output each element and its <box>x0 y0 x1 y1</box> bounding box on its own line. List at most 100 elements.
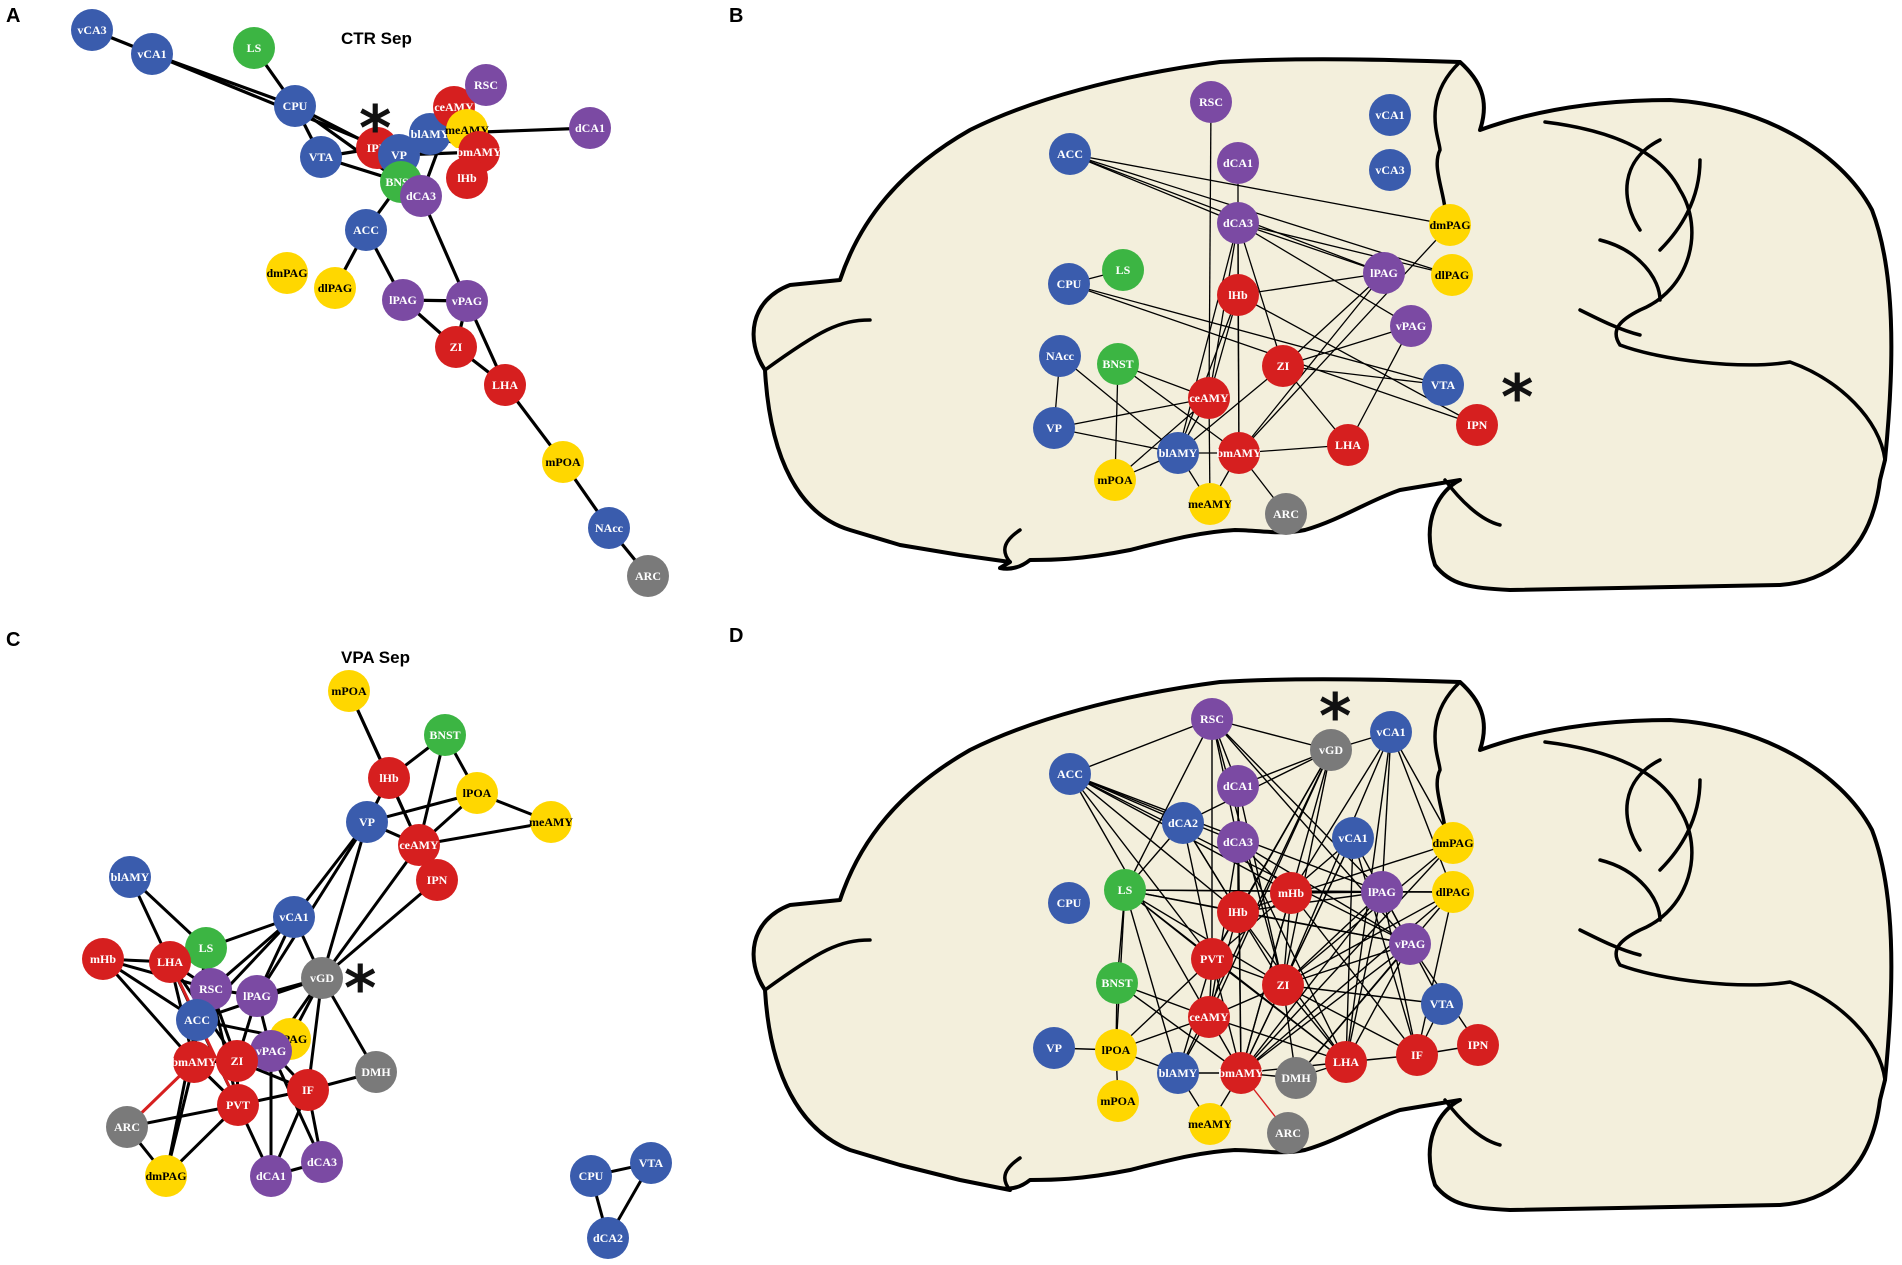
node-circle <box>250 1030 292 1072</box>
node-label: dmPAG <box>266 266 307 280</box>
node-label: blAMY <box>111 870 150 884</box>
node-vGD: vGD <box>1310 729 1352 771</box>
node-label: ARC <box>1273 507 1299 521</box>
edge-dCA3-dlPAG <box>1237 222 1453 276</box>
node-circle <box>465 64 507 106</box>
node-label: RSC <box>199 982 223 996</box>
node-label: vCA1 <box>1376 725 1405 739</box>
node-label: VP <box>1046 1041 1062 1055</box>
node-circle <box>1431 254 1473 296</box>
node-blAMY: blAMY <box>1157 432 1199 474</box>
node-vCA1: vCA1 <box>131 33 173 75</box>
node-label: vCA1 <box>1338 831 1367 845</box>
brain-outline <box>751 677 1894 1212</box>
node-circle <box>1039 335 1081 377</box>
node-label: dCA3 <box>307 1155 337 1169</box>
node-circle <box>1033 407 1075 449</box>
node-vCA1b: vCA1 <box>1332 817 1374 859</box>
asterisk-marker: * <box>1501 361 1533 434</box>
node-label: BNST <box>1101 976 1132 990</box>
node-label: dlPAG <box>1436 885 1470 899</box>
node-label: PVT <box>226 1098 250 1112</box>
node-label: vCA3 <box>1375 163 1404 177</box>
node-circle <box>149 941 191 983</box>
node-mPOA: mPOA <box>542 441 584 483</box>
node-IPN: IPN <box>1456 404 1498 446</box>
node-label: LHA <box>1333 1055 1359 1069</box>
node-vCA3: vCA3 <box>1369 149 1411 191</box>
node-label: dmPAG <box>145 1169 186 1183</box>
node-CPU: CPU <box>274 85 316 127</box>
node-label: lHb <box>379 771 399 785</box>
edge-RSC-lPAG <box>1211 718 1383 893</box>
edge-NAcc-blAMY <box>1059 355 1179 454</box>
cerebellum-outline <box>1543 120 1887 462</box>
node-label: IPN <box>1467 418 1488 432</box>
node-circle <box>1217 891 1259 933</box>
node-circle <box>1429 204 1471 246</box>
node-circle <box>345 209 387 251</box>
node-circle <box>1310 729 1352 771</box>
node-circle <box>1217 274 1259 316</box>
node-label: ARC <box>114 1120 140 1134</box>
node-label: dmPAG <box>1429 218 1470 232</box>
node-circle <box>301 957 343 999</box>
node-circle <box>484 364 526 406</box>
node-label: mPOA <box>1100 1094 1136 1108</box>
node-circle <box>1157 1052 1199 1094</box>
node-circle <box>314 267 356 309</box>
node-circle <box>173 1041 215 1083</box>
node-label: dCA3 <box>1223 216 1253 230</box>
node-label: bmAMY <box>456 145 502 159</box>
edge-vCA1-dlPAG <box>1390 731 1454 893</box>
node-label: RSC <box>1199 95 1223 109</box>
edge-PVT-LHA <box>1211 958 1347 1063</box>
node-ACC: ACC <box>345 209 387 251</box>
node-vCA3: vCA3 <box>71 9 113 51</box>
node-label: ZI <box>450 340 463 354</box>
node-label: LHA <box>157 955 183 969</box>
node-circle <box>1262 964 1304 1006</box>
node-circle <box>1389 923 1431 965</box>
node-circle <box>287 1069 329 1111</box>
node-label: VTA <box>1431 378 1456 392</box>
node-circle <box>1218 432 1260 474</box>
node-circle <box>1456 404 1498 446</box>
node-lHb: lHb <box>446 157 488 199</box>
edge-ACC-dCA3 <box>1069 153 1239 224</box>
node-circle <box>570 1155 612 1197</box>
node-NAcc: NAcc <box>588 507 630 549</box>
node-circle <box>1097 343 1139 385</box>
edge-dlPAG-bmAMY <box>1240 891 1454 1074</box>
node-VTA: VTA <box>1422 364 1464 406</box>
node-label: mPOA <box>1097 473 1133 487</box>
node-meAMY: meAMY <box>1188 483 1232 525</box>
node-vCA1: vCA1 <box>1369 94 1411 136</box>
node-circle <box>1363 252 1405 294</box>
node-circle <box>1270 872 1312 914</box>
node-bmAMY: bmAMY <box>1218 1052 1264 1094</box>
node-label: dCA1 <box>575 121 605 135</box>
node-ceAMY: ceAMY <box>1188 377 1230 419</box>
edge-lHb-bmAMY <box>1237 294 1240 454</box>
node-circle <box>368 757 410 799</box>
edge-ZI-VTA <box>1282 984 1443 1005</box>
node-lPOA: lPOA <box>456 772 498 814</box>
node-VP: VP <box>1033 407 1075 449</box>
brain-outline <box>751 57 1894 592</box>
edge-ACC-dmPAG <box>1069 153 1451 226</box>
node-label: DMH <box>361 1065 391 1079</box>
node-NAcc: NAcc <box>1039 335 1081 377</box>
node-label: vCA3 <box>77 23 106 37</box>
edge-VP-vGD <box>320 821 369 979</box>
node-label: dCA1 <box>1223 779 1253 793</box>
node-label: lHb <box>1228 905 1248 919</box>
node-label: LS <box>1116 263 1131 277</box>
node-circle <box>1104 869 1146 911</box>
edge-vPAG-ZI <box>1282 943 1411 986</box>
node-lPOA: lPOA <box>1095 1029 1137 1071</box>
edge-dCA3-vPAG <box>1237 841 1411 945</box>
node-label: VTA <box>1430 997 1455 1011</box>
node-circle <box>1048 882 1090 924</box>
edge-lHb-blAMY <box>1177 294 1239 454</box>
